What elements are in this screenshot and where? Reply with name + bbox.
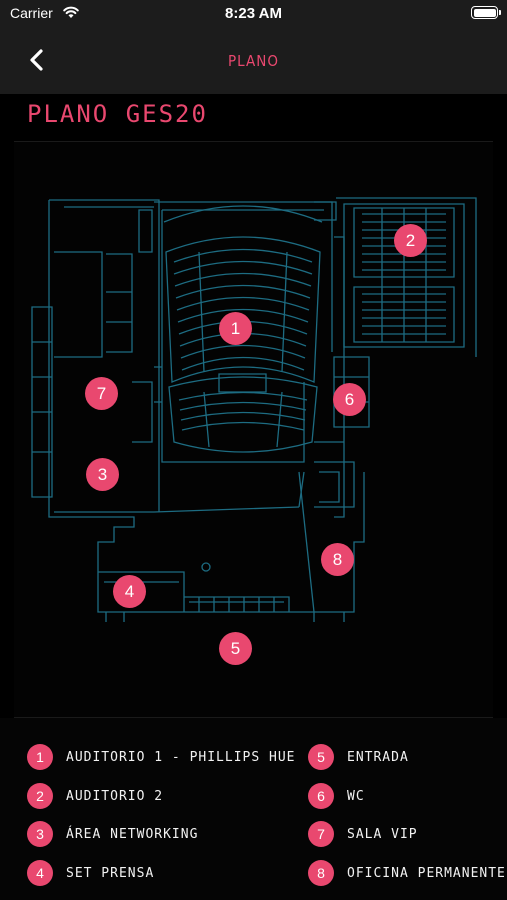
nav-title: PLANO [228,52,279,70]
navigation-bar: PLANO [0,28,507,94]
legend-number: 6 [308,783,334,809]
legend-number: 5 [308,744,334,770]
map-marker-7[interactable]: 7 [85,377,118,410]
legend-item[interactable]: 8 OFICINA PERMANENTE [308,859,506,887]
legend-label: ENTRADA [347,749,409,765]
legend-item[interactable]: 4 SET PRENSA [27,859,154,887]
legend-label: AUDITORIO 2 [66,788,164,804]
legend-number: 2 [27,783,53,809]
legend-number: 3 [27,821,53,847]
legend-label: ÁREA NETWORKING [66,826,199,842]
map-marker-5[interactable]: 5 [219,632,252,665]
legend-label: SALA VIP [347,826,418,842]
wifi-icon [62,4,80,23]
legend-number: 8 [308,860,334,886]
clock: 8:23 AM [225,5,282,22]
legend-item[interactable]: 1 AUDITORIO 1 - PHILLIPS HUE [27,743,296,771]
back-button[interactable] [24,46,52,74]
carrier-label: Carrier [10,5,53,21]
status-bar: Carrier 8:23 AM [0,0,507,28]
map-marker-6[interactable]: 6 [333,383,366,416]
battery-icon [471,6,501,19]
legend-label: WC [347,788,365,804]
floor-plan-drawing [31,197,477,622]
legend-item[interactable]: 6 WC [308,782,365,810]
map-marker-8[interactable]: 8 [321,543,354,576]
legend-item[interactable]: 5 ENTRADA [308,743,409,771]
map-marker-3[interactable]: 3 [86,458,119,491]
page-title: PLANO GES20 [27,100,208,128]
legend-number: 1 [27,744,53,770]
legend-number: 7 [308,821,334,847]
legend-label: OFICINA PERMANENTE [347,865,506,881]
legend-label: SET PRENSA [66,865,155,881]
legend-label: AUDITORIO 1 - PHILLIPS HUE [66,749,296,765]
divider [14,141,493,142]
legend-item[interactable]: 7 SALA VIP [308,820,418,848]
divider [14,717,493,718]
legend-item[interactable]: 3 ÁREA NETWORKING [27,820,198,848]
legend: 1 AUDITORIO 1 - PHILLIPS HUE 2 AUDITORIO… [0,718,507,900]
map-marker-4[interactable]: 4 [113,575,146,608]
legend-number: 4 [27,860,53,886]
legend-item[interactable]: 2 AUDITORIO 2 [27,782,163,810]
chevron-left-icon [30,49,43,71]
map-marker-1[interactable]: 1 [219,312,252,345]
map-marker-2[interactable]: 2 [394,224,427,257]
